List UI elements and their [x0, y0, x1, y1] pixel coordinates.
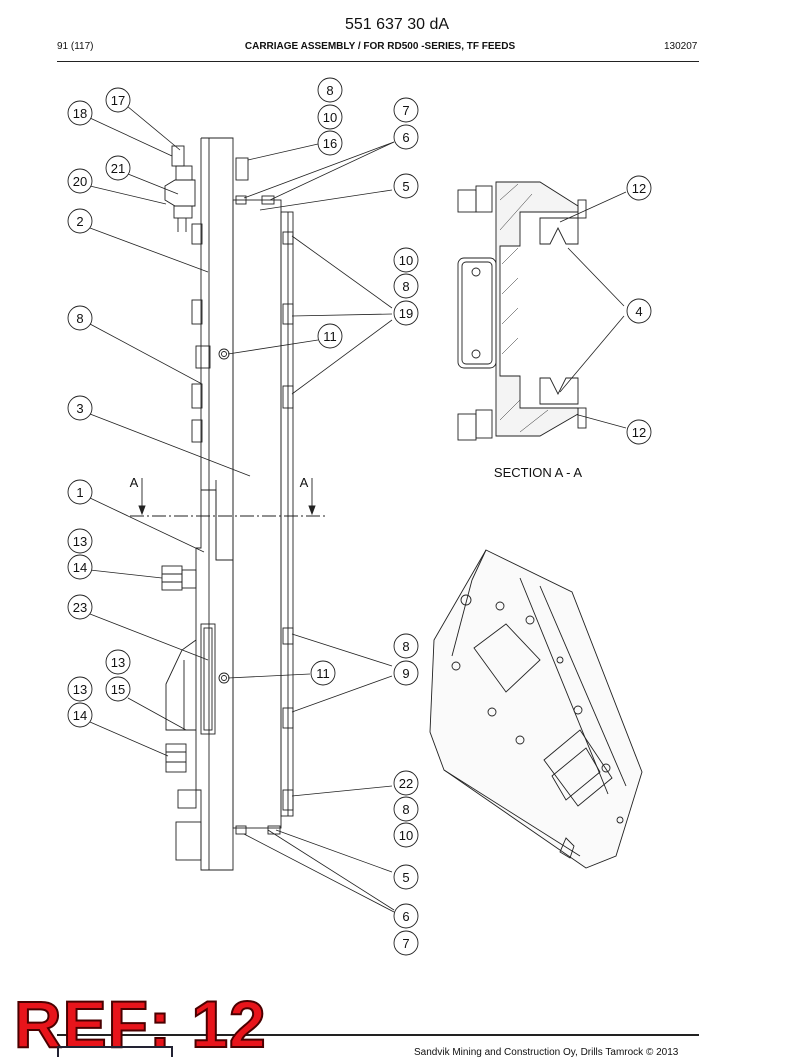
callout-8-top: [317, 77, 343, 103]
document-number: 551 637 30 dA: [344, 16, 450, 33]
callout-label: 2: [76, 214, 83, 229]
callout-1: [67, 479, 93, 505]
callout-label: 22: [399, 776, 413, 791]
callout-10-bottom: [393, 822, 419, 848]
callout-4: [626, 298, 652, 324]
callout-18: [67, 100, 93, 126]
callout-label: 3: [76, 401, 83, 416]
callout-14-upper: [67, 554, 93, 580]
callout-22: [393, 770, 419, 796]
callout-label: 5: [402, 870, 409, 885]
callout-label: 11: [316, 666, 330, 681]
callout-10-top: [317, 104, 343, 130]
callout-5-top: [393, 173, 419, 199]
callout-label: 16: [323, 136, 337, 151]
callout-label: 11: [323, 329, 337, 344]
page-date: 130207: [664, 41, 698, 52]
ref-stamp: REF: 12: [13, 986, 267, 1062]
section-mark-right: A: [300, 475, 309, 490]
callout-label: 10: [399, 828, 413, 843]
callout-label: 19: [399, 306, 413, 321]
callout-2: [67, 208, 93, 234]
callout-label: 5: [402, 179, 409, 194]
callout-label: 18: [73, 106, 87, 121]
callout-13-upper: [67, 528, 93, 554]
callouts: [67, 77, 652, 956]
callout-label: 12: [632, 425, 646, 440]
callout-label: 14: [73, 708, 87, 723]
carriage-side-view: [161, 137, 294, 871]
callout-label: 13: [73, 534, 87, 549]
callout-6-bottom: [393, 903, 419, 929]
callout-label: 8: [326, 83, 333, 98]
page-number: 91 (117): [57, 41, 94, 52]
callout-label: 20: [73, 174, 87, 189]
callout-8-left: [67, 305, 93, 331]
section-mark-left: A: [130, 475, 139, 490]
callout-label: 9: [402, 666, 409, 681]
isometric-view: [429, 549, 643, 869]
callout-label: 21: [111, 161, 125, 176]
callout-15: [105, 676, 131, 702]
callout-label: 4: [635, 304, 642, 319]
callout-label: 23: [73, 600, 87, 615]
callout-7-top: [393, 97, 419, 123]
callout-numbers: 17 18 21 20 2 8 3 1 13 14 23 13 13 15 14…: [73, 83, 646, 951]
callout-8-bottom: [393, 796, 419, 822]
section-line-a-a: [130, 478, 326, 517]
callout-11-lower: [310, 660, 336, 686]
section-view: [457, 181, 587, 441]
callout-11-upper: [317, 323, 343, 349]
callout-label: 13: [73, 682, 87, 697]
callout-16: [317, 130, 343, 156]
callout-label: 7: [402, 936, 409, 951]
callout-label: 15: [111, 682, 125, 697]
callout-7-bottom: [393, 930, 419, 956]
callout-6-top: [393, 124, 419, 150]
header-rule: [57, 61, 699, 62]
callout-8-mid: [393, 273, 419, 299]
callout-3: [67, 395, 93, 421]
callout-8-lower: [393, 633, 419, 659]
callout-label: 7: [402, 103, 409, 118]
callout-17: [105, 87, 131, 113]
callout-21: [105, 155, 131, 181]
callout-14-lower: [67, 702, 93, 728]
callout-label: 10: [399, 253, 413, 268]
callout-13-lower: [67, 676, 93, 702]
callout-label: 6: [402, 130, 409, 145]
callout-label: 8: [402, 639, 409, 654]
callout-12-upper: [626, 175, 652, 201]
callout-19: [393, 300, 419, 326]
callout-5-bottom: [393, 864, 419, 890]
callout-label: 1: [76, 485, 83, 500]
footer-rule: [57, 1034, 699, 1036]
callout-23: [67, 594, 93, 620]
callout-label: 6: [402, 909, 409, 924]
callout-12-lower: [626, 419, 652, 445]
callout-20: [67, 168, 93, 194]
callout-10-mid: [393, 247, 419, 273]
callout-label: 8: [402, 279, 409, 294]
callout-9: [393, 660, 419, 686]
section-label: SECTION A - A: [494, 465, 582, 480]
page-title: CARRIAGE ASSEMBLY / FOR RD500 -SERIES, T…: [244, 41, 516, 52]
company-logo: [57, 1046, 173, 1057]
callout-13-mid: [105, 649, 131, 675]
callout-label: 13: [111, 655, 125, 670]
callout-label: 10: [323, 110, 337, 125]
callout-label: 8: [76, 311, 83, 326]
callout-label: 8: [402, 802, 409, 817]
callout-label: 12: [632, 181, 646, 196]
callout-label: 17: [111, 93, 125, 108]
leader-lines: [89, 105, 627, 913]
callout-label: 14: [73, 560, 87, 575]
